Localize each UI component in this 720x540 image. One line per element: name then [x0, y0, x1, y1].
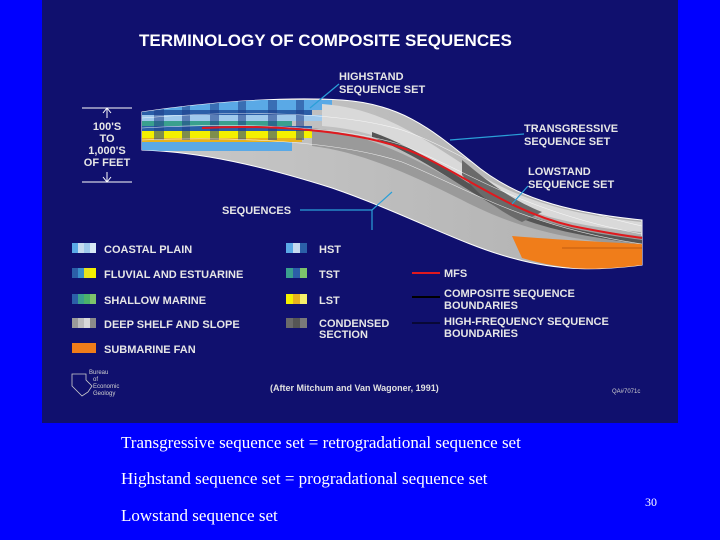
beg-logo: Bureau of Economic Geology	[71, 370, 119, 397]
legend-item-fluvial-estuarine: FLUVIAL AND ESTUARINE	[72, 268, 243, 281]
svg-text:SUBMARINE FAN: SUBMARINE FAN	[104, 344, 196, 356]
svg-text:HIGH-FREQUENCY SEQUENCE: HIGH-FREQUENCY SEQUENCE	[444, 316, 609, 328]
svg-text:MFS: MFS	[444, 268, 467, 280]
scale-label-2: TO	[99, 133, 115, 145]
scale-label-3: 1,000'S	[88, 145, 125, 157]
legend-item-condensed-section: CONDENSED SECTION	[286, 318, 389, 341]
legend-systems: HST TST LST CONDENSED SECTION	[286, 243, 389, 341]
transgressive-label-2: SEQUENCE SET	[524, 136, 610, 148]
figure-code: QA#7071c	[612, 389, 640, 395]
svg-text:HST: HST	[319, 244, 341, 256]
svg-text:BOUNDARIES: BOUNDARIES	[444, 300, 518, 312]
svg-text:SHALLOW MARINE: SHALLOW MARINE	[104, 295, 206, 307]
sequence-stratigraphy-figure: TERMINOLOGY OF COMPOSITE SEQUENCES 100'S…	[42, 0, 678, 423]
svg-text:CONDENSED: CONDENSED	[319, 318, 389, 330]
transgressive-label-1: TRANSGRESSIVE	[524, 123, 618, 135]
caption-highstand: Highstand sequence set = progradational …	[121, 469, 488, 488]
legend-item-high-frequency-boundaries: HIGH-FREQUENCY SEQUENCE BOUNDARIES	[412, 316, 609, 340]
svg-text:TST: TST	[319, 269, 340, 281]
cross-section	[141, 98, 643, 270]
svg-text:Geology: Geology	[93, 391, 115, 397]
figure-title: TERMINOLOGY OF COMPOSITE SEQUENCES	[139, 31, 512, 50]
legend-item-lst: LST	[286, 294, 340, 307]
highstand-label-2: SEQUENCE SET	[339, 84, 425, 96]
legend-facies: COASTAL PLAIN FLUVIAL AND ESTUARINE SHAL…	[72, 243, 243, 356]
legend-item-shallow-marine: SHALLOW MARINE	[72, 294, 206, 307]
sequences-label: SEQUENCES	[222, 205, 291, 217]
legend-lines: MFS COMPOSITE SEQUENCE BOUNDARIES HIGH-F…	[412, 268, 609, 340]
svg-text:of: of	[93, 377, 98, 383]
svg-text:FLUVIAL AND ESTUARINE: FLUVIAL AND ESTUARINE	[104, 269, 243, 281]
scale-label-1: 100'S	[93, 121, 121, 133]
legend-item-submarine-fan: SUBMARINE FAN	[72, 343, 196, 356]
lowstand-label-2: SEQUENCE SET	[528, 179, 614, 191]
svg-text:LST: LST	[319, 295, 340, 307]
caption-transgressive: Transgressive sequence set = retrogradat…	[121, 433, 521, 452]
figure-canvas: TERMINOLOGY OF COMPOSITE SEQUENCES 100'S…	[71, 31, 643, 397]
scale-label-4: OF FEET	[84, 157, 131, 169]
legend-item-deep-shelf-slope: DEEP SHELF AND SLOPE	[72, 318, 240, 331]
figure-credit: (After Mitchum and Van Wagoner, 1991)	[270, 383, 439, 393]
caption-lowstand: Lowstand sequence set	[121, 506, 278, 525]
page-number: 30	[645, 495, 657, 509]
svg-text:COMPOSITE SEQUENCE: COMPOSITE SEQUENCE	[444, 288, 575, 300]
vertical-scale: 100'S TO 1,000'S OF FEET	[82, 107, 132, 183]
svg-text:Economic: Economic	[93, 384, 119, 390]
svg-text:COASTAL PLAIN: COASTAL PLAIN	[104, 244, 192, 256]
legend-item-coastal-plain: COASTAL PLAIN	[72, 243, 192, 256]
lowstand-label-1: LOWSTAND	[528, 166, 591, 178]
highstand-label-1: HIGHSTAND	[339, 71, 404, 83]
legend-item-hst: HST	[286, 243, 341, 256]
legend-item-composite-boundaries: COMPOSITE SEQUENCE BOUNDARIES	[412, 288, 575, 312]
leader-lines	[300, 83, 529, 230]
svg-text:BOUNDARIES: BOUNDARIES	[444, 328, 518, 340]
svg-text:SECTION: SECTION	[319, 329, 368, 341]
svg-text:DEEP SHELF AND SLOPE: DEEP SHELF AND SLOPE	[104, 319, 240, 331]
svg-text:Bureau: Bureau	[89, 370, 108, 376]
legend-item-tst: TST	[286, 268, 340, 281]
legend-item-mfs: MFS	[412, 268, 467, 280]
